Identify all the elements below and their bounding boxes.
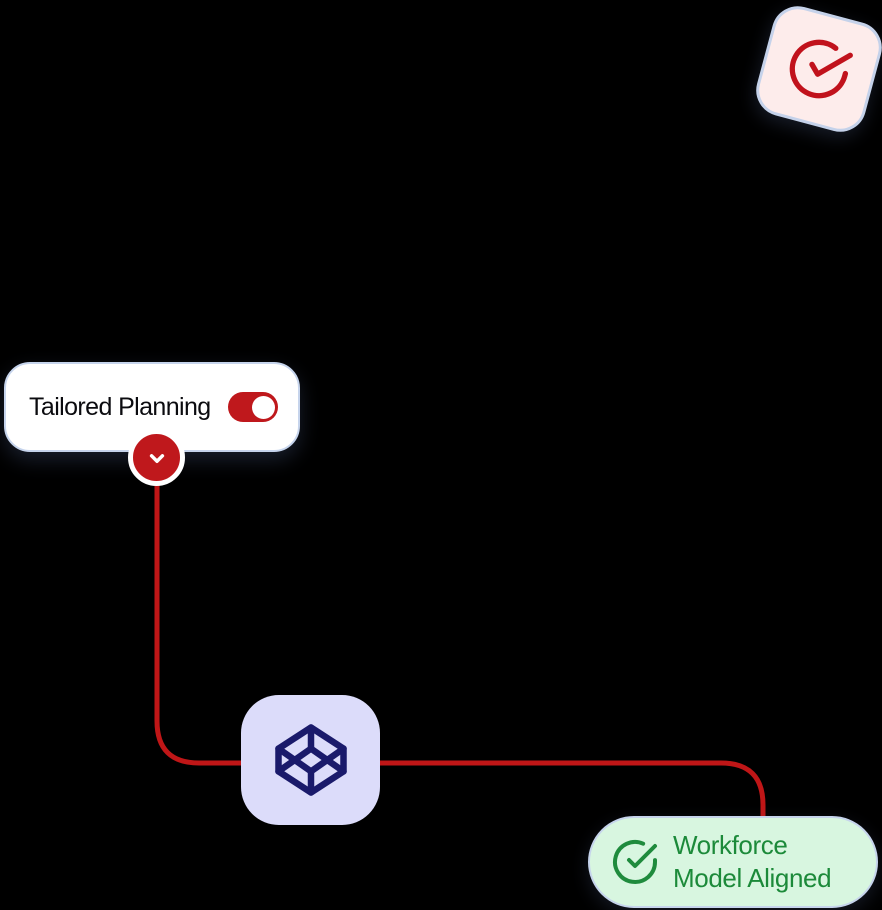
toggle-knob [251, 395, 275, 419]
check-circle-icon [780, 30, 858, 108]
planning-engine-node [241, 695, 380, 825]
card-label: Tailored Planning [29, 392, 211, 421]
chevron-down-icon [144, 445, 170, 471]
tailored-planning-toggle[interactable] [228, 392, 278, 422]
cube-wireframe-icon [272, 721, 350, 799]
approval-badge [750, 0, 882, 138]
workforce-aligned-pill: Workforce Model Aligned [588, 816, 878, 908]
status-pill-label: Workforce Model Aligned [673, 829, 832, 895]
status-pill-line1: Workforce [673, 830, 788, 860]
status-pill-line2: Model Aligned [673, 863, 832, 893]
check-circle-icon [611, 838, 659, 886]
tailored-planning-card: Tailored Planning [4, 362, 300, 452]
expand-button[interactable] [128, 429, 185, 486]
